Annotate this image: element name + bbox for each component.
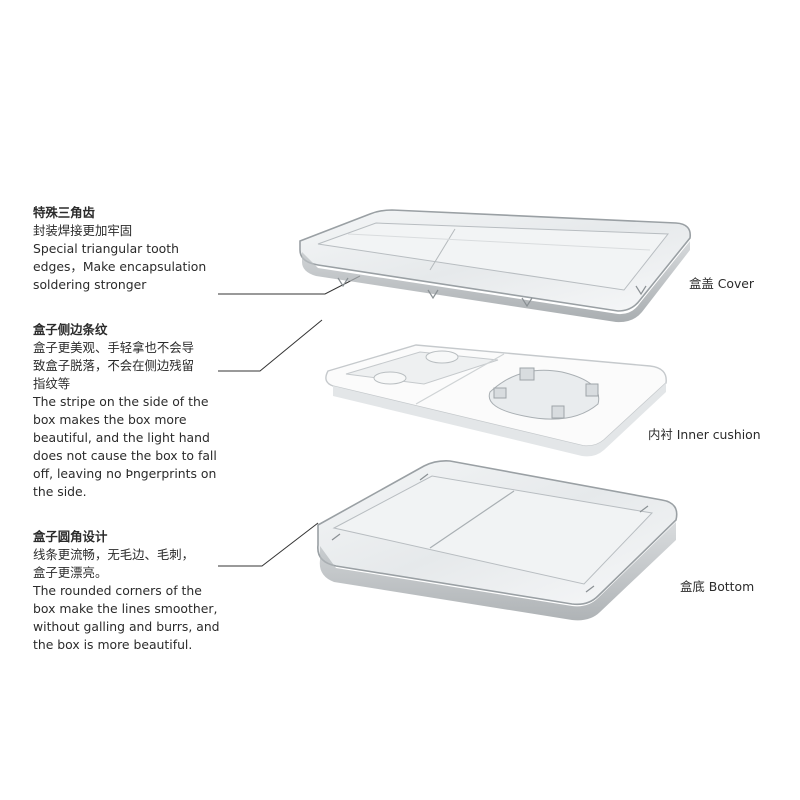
- annotation-title: 盒子圆角设计: [33, 529, 108, 544]
- annotation-en-line: soldering stronger: [33, 277, 147, 292]
- annotation-zh-line: 致盒子脱落，不会在侧边残留: [33, 358, 195, 373]
- annotation-title: 盒子侧边条纹: [33, 322, 108, 337]
- annotation-en-line: the side.: [33, 484, 87, 499]
- annotation-zh-line: 盒子更美观、手轻拿也不会导: [33, 340, 195, 355]
- annotation-en-line: The stripe on the side of the: [33, 394, 209, 409]
- annotation-zh-line: 指纹等: [33, 376, 71, 391]
- annotation-en-line: does not cause the box to fall: [33, 448, 217, 463]
- part-label-inner: 内衬 Inner cushion: [648, 427, 761, 442]
- annotation-zh-line: 封装焊接更加牢固: [33, 223, 133, 238]
- annotation-en-line: box make the lines smoother,: [33, 601, 218, 616]
- annotation-corners: 盒子圆角设计 线条更流畅，无毛边、毛刺， 盒子更漂亮。 The rounded …: [33, 528, 220, 654]
- annotation-en-line: the box is more beautiful.: [33, 637, 193, 652]
- leader-line-bottom: [218, 522, 319, 567]
- bottom-part: [317, 460, 678, 621]
- annotation-zh-line: 线条更流畅，无毛边、毛刺，: [33, 547, 195, 562]
- annotation-en-line: beautiful, and the light hand: [33, 430, 210, 445]
- annotation-en-line: off, leaving no Þngerprints on: [33, 466, 217, 481]
- annotation-en-line: without galling and burrs, and: [33, 619, 220, 634]
- annotation-teeth: 特殊三角齿 封装焊接更加牢固 Special triangular tooth …: [33, 204, 206, 294]
- leader-line-cover: [218, 275, 361, 295]
- leader-line-inner: [218, 319, 323, 372]
- annotation-stripe: 盒子侧边条纹 盒子更美观、手轻拿也不会导 致盒子脱落，不会在侧边残留 指纹等 T…: [33, 321, 217, 501]
- annotation-title: 特殊三角齿: [33, 205, 95, 220]
- leader-lines: [218, 275, 361, 567]
- part-label-cover: 盒盖 Cover: [689, 276, 755, 291]
- inner-cushion-part: [325, 344, 667, 457]
- annotation-en-line: box makes the box more: [33, 412, 187, 427]
- annotation-en-line: Special triangular tooth: [33, 241, 179, 256]
- annotation-en-line: The rounded corners of the: [33, 583, 202, 598]
- annotation-zh-line: 盒子更漂亮。: [33, 565, 108, 580]
- cover-part: [299, 209, 692, 323]
- annotation-en-line: edges，Make encapsulation: [33, 259, 207, 274]
- part-label-bottom: 盒底 Bottom: [680, 579, 755, 594]
